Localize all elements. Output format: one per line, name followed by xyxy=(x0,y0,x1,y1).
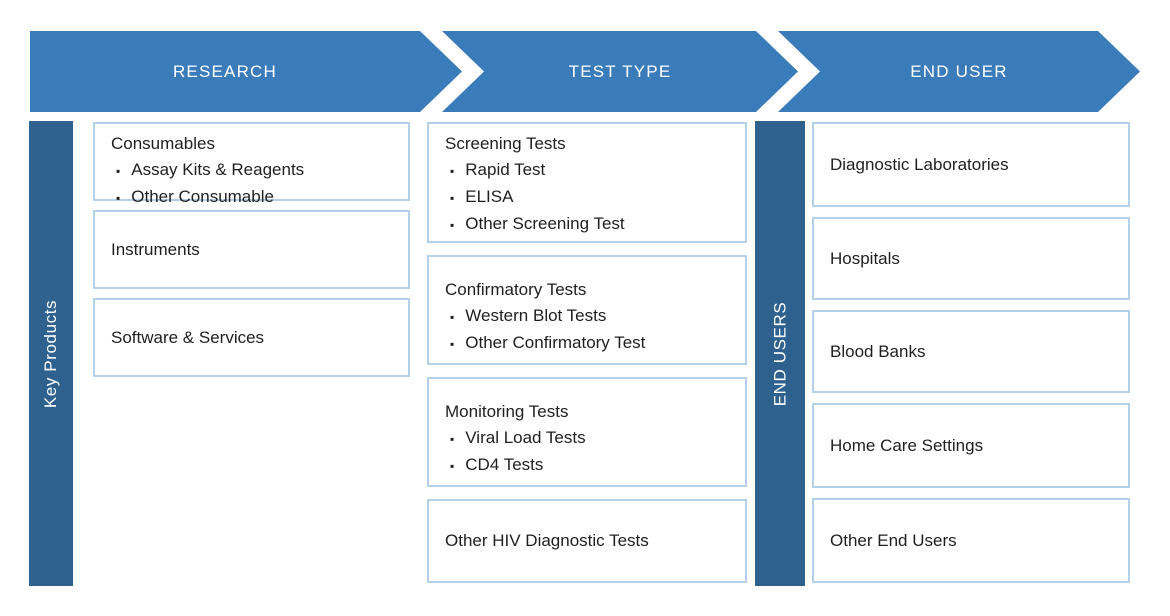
bullet-square-icon: ▪ xyxy=(450,337,455,351)
bullet-square-icon: ▪ xyxy=(450,218,455,232)
list-item: ▪ Western Blot Tests xyxy=(445,303,737,330)
sidebar-end-users-label: END USERS xyxy=(770,301,789,406)
box-instruments-title: Instruments xyxy=(111,239,200,259)
list-item: ▪ Viral Load Tests xyxy=(445,425,737,452)
box-other-end-users: Other End Users xyxy=(812,498,1130,583)
bullet-square-icon: ▪ xyxy=(450,164,455,178)
bullet-square-icon: ▪ xyxy=(450,310,455,324)
bullet-square-icon: ▪ xyxy=(116,164,121,178)
bullet-text: ELISA xyxy=(465,187,514,206)
bullet-text: Western Blot Tests xyxy=(465,306,607,325)
box-screening-tests: Screening Tests ▪ Rapid Test ▪ ELISA ▪ O… xyxy=(427,122,747,243)
box-software-services-title: Software & Services xyxy=(111,327,265,347)
header-arrow-research-label: RESEARCH xyxy=(172,61,278,81)
box-other-hiv-diagnostic-tests: Other HIV Diagnostic Tests xyxy=(427,499,747,583)
list-item: ▪ CD4 Tests xyxy=(445,452,737,479)
list-item: ▪ Other Confirmatory Test xyxy=(445,330,737,357)
bullet-text: Other Confirmatory Test xyxy=(465,333,646,352)
box-screening-tests-title: Screening Tests xyxy=(445,134,566,153)
bullet-text: Assay Kits & Reagents xyxy=(131,160,305,179)
box-blood-banks: Blood Banks xyxy=(812,310,1130,393)
box-diagnostic-laboratories-title: Diagnostic Laboratories xyxy=(830,154,1009,174)
list-item: ▪ ELISA xyxy=(445,184,737,211)
box-consumables: Consumables ▪ Assay Kits & Reagents ▪ Ot… xyxy=(93,122,410,206)
bullet-text: Viral Load Tests xyxy=(465,428,586,447)
box-consumables-title: Consumables xyxy=(111,134,215,153)
box-home-care-settings: Home Care Settings xyxy=(812,403,1130,488)
list-item: ▪ Other Consumable xyxy=(111,184,400,211)
bullet-text: CD4 Tests xyxy=(465,455,544,474)
box-hospitals: Hospitals xyxy=(812,217,1130,300)
box-monitoring-tests: Monitoring Tests ▪ Viral Load Tests ▪ CD… xyxy=(427,377,747,487)
box-monitoring-tests-title: Monitoring Tests xyxy=(445,402,569,421)
box-software-services: Software & Services xyxy=(93,298,410,377)
sidebar-key-products-label: Key Products xyxy=(41,299,60,408)
header-arrow-end-user: END USER xyxy=(778,31,1140,112)
box-other-end-users-title: Other End Users xyxy=(830,530,957,550)
sidebar-key-products: Key Products xyxy=(29,121,73,586)
box-diagnostic-laboratories: Diagnostic Laboratories xyxy=(812,122,1130,207)
header-arrow-test-type: TEST TYPE xyxy=(442,31,798,112)
box-confirmatory-tests: Confirmatory Tests ▪ Western Blot Tests … xyxy=(427,255,747,365)
list-item: ▪ Other Screening Test xyxy=(445,211,737,238)
box-blood-banks-title: Blood Banks xyxy=(830,341,926,361)
box-other-hiv-diagnostic-tests-title: Other HIV Diagnostic Tests xyxy=(445,531,649,550)
list-item: ▪ Rapid Test xyxy=(445,157,737,184)
box-confirmatory-tests-title: Confirmatory Tests xyxy=(445,280,587,299)
bullet-text: Other Consumable xyxy=(131,187,274,206)
box-hospitals-title: Hospitals xyxy=(830,248,900,268)
list-item: ▪ Assay Kits & Reagents xyxy=(111,157,400,184)
header-arrow-test-type-label: TEST TYPE xyxy=(568,61,672,81)
bullet-text: Rapid Test xyxy=(465,160,546,179)
bullet-square-icon: ▪ xyxy=(450,459,455,473)
bullet-square-icon: ▪ xyxy=(116,191,121,205)
bullet-square-icon: ▪ xyxy=(450,191,455,205)
bullet-square-icon: ▪ xyxy=(450,432,455,446)
box-instruments: Instruments xyxy=(93,210,410,289)
sidebar-end-users: END USERS xyxy=(755,121,805,586)
header-arrow-research: RESEARCH xyxy=(30,31,462,112)
header-arrow-end-user-label: END USER xyxy=(910,61,1008,81)
bullet-text: Other Screening Test xyxy=(465,214,625,233)
box-home-care-settings-title: Home Care Settings xyxy=(830,435,984,455)
